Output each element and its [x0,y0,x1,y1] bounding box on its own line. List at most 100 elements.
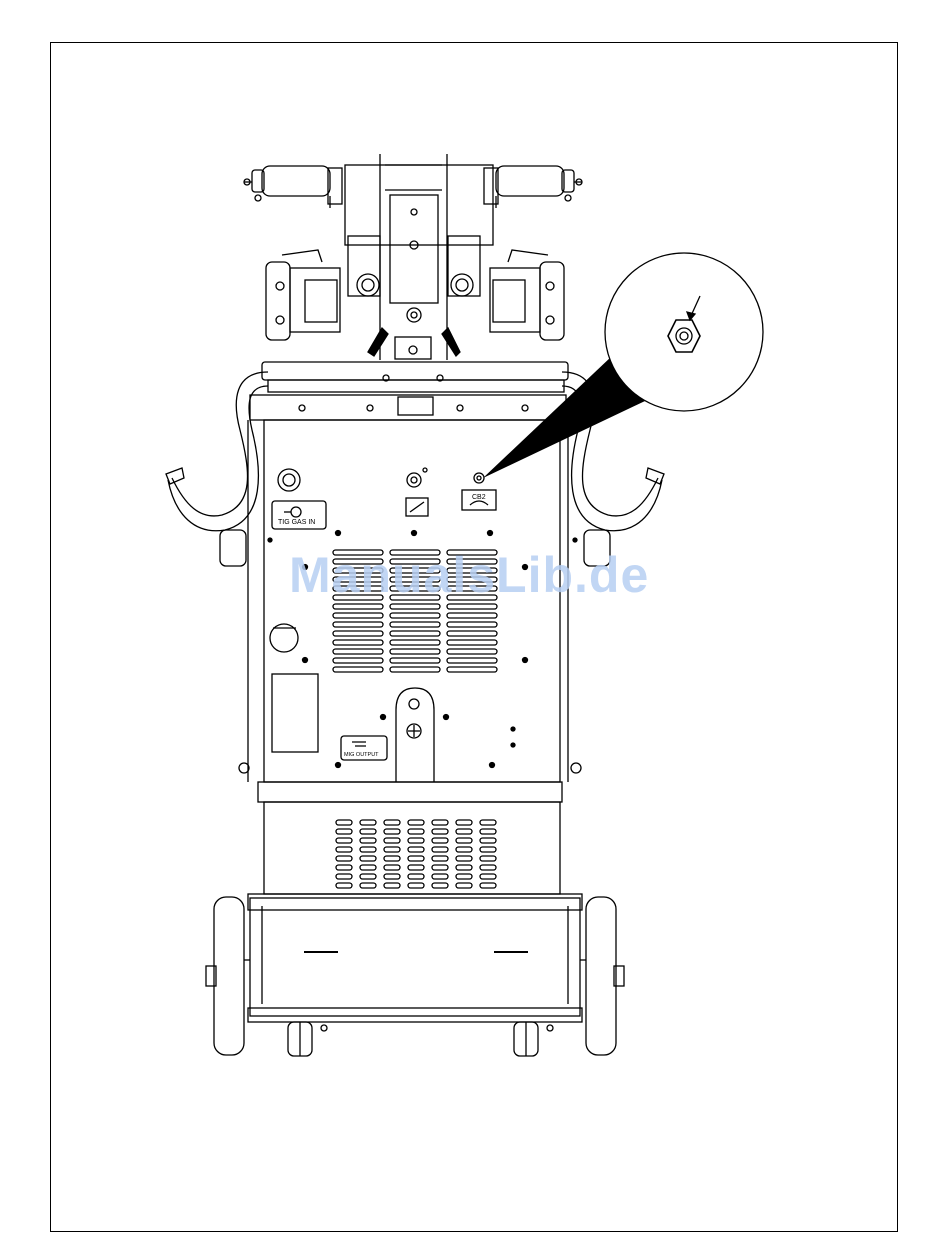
vent-slot [390,658,440,663]
vent-slot [447,649,497,654]
vent-slot [360,847,376,852]
vent-slot [333,568,383,573]
vent-slot [447,658,497,663]
vent-slot [333,667,383,672]
vent-slot [384,865,400,870]
vent-slot [432,874,448,879]
left-spool-spindle [244,166,342,208]
vent-slot [480,874,496,879]
vent-slot [390,613,440,618]
vent-slot [336,874,352,879]
vent-slot [360,838,376,843]
vent-slot [447,586,497,591]
upper-vent-slots [333,550,497,672]
tig-gas-in-label: TIG GAS IN [278,519,315,526]
vent-slot [447,640,497,645]
right-drive-rolls [490,250,564,340]
vent-slot [456,883,472,888]
vent-slot [480,820,496,825]
vent-slot [480,856,496,861]
vent-slot [456,820,472,825]
rating-plate [272,674,318,752]
left-drive-rolls [266,250,340,340]
vent-slot [408,847,424,852]
vent-slot [360,865,376,870]
vent-slot [408,820,424,825]
vent-slot [408,874,424,879]
left-wheel [206,897,250,1055]
vent-slot [336,847,352,852]
vent-slot [360,874,376,879]
vent-slot [333,613,383,618]
vent-slot [390,667,440,672]
vent-slot [390,577,440,582]
top-shelf [262,362,568,392]
wire-feeder-assembly [244,154,582,360]
vent-slot [408,856,424,861]
vent-slot [390,631,440,636]
vent-slot [408,838,424,843]
vent-slot [333,577,383,582]
vent-slot [480,883,496,888]
vent-slot [432,883,448,888]
vent-slot [447,595,497,600]
vent-slot [390,640,440,645]
mig-output-label: MIG OUTPUT [344,752,379,758]
vent-slot [447,550,497,555]
lower-cart-section [248,802,582,1022]
vent-slot [432,865,448,870]
right-wheel [580,897,624,1055]
vent-slot [333,658,383,663]
vent-slot [336,883,352,888]
left-caster [288,1022,327,1056]
vent-slot [336,856,352,861]
vent-slot [447,613,497,618]
vent-slot [384,829,400,834]
output-terminal [396,688,434,782]
vent-slot [447,667,497,672]
vent-slot [333,604,383,609]
control-socket [406,468,428,516]
vent-slot [360,856,376,861]
vent-slot [456,829,472,834]
vent-slot [384,820,400,825]
vent-slot [384,847,400,852]
vent-slot [333,550,383,555]
cb2-label: CB2 [472,494,486,501]
vent-slot [447,568,497,573]
vent-slot [456,838,472,843]
gas-inlet-fitting [278,469,300,491]
vent-slot [360,820,376,825]
vent-slot [333,586,383,591]
lower-vent-slots [336,820,496,888]
vent-slot [447,577,497,582]
vent-slot [390,559,440,564]
vent-slot [390,622,440,627]
vent-slot [408,883,424,888]
vent-slot [336,865,352,870]
vent-slot [456,856,472,861]
vent-slot [333,595,383,600]
vent-slot [432,820,448,825]
right-spool-spindle [484,166,582,208]
vent-slot [384,883,400,888]
vent-slot [360,883,376,888]
vent-slot [336,838,352,843]
vent-slot [360,829,376,834]
vent-slot [480,847,496,852]
vent-slot [390,595,440,600]
vent-slot [447,559,497,564]
vent-slot [384,874,400,879]
vent-slot [390,604,440,609]
vent-slot [336,829,352,834]
left-handle [166,372,268,566]
vent-slot [432,829,448,834]
vent-slot [408,829,424,834]
vent-slot [333,640,383,645]
cb2-circuit-breaker [462,473,496,510]
vent-slot [333,622,383,627]
vent-slot [333,631,383,636]
vent-slot [432,856,448,861]
vent-slot [384,856,400,861]
